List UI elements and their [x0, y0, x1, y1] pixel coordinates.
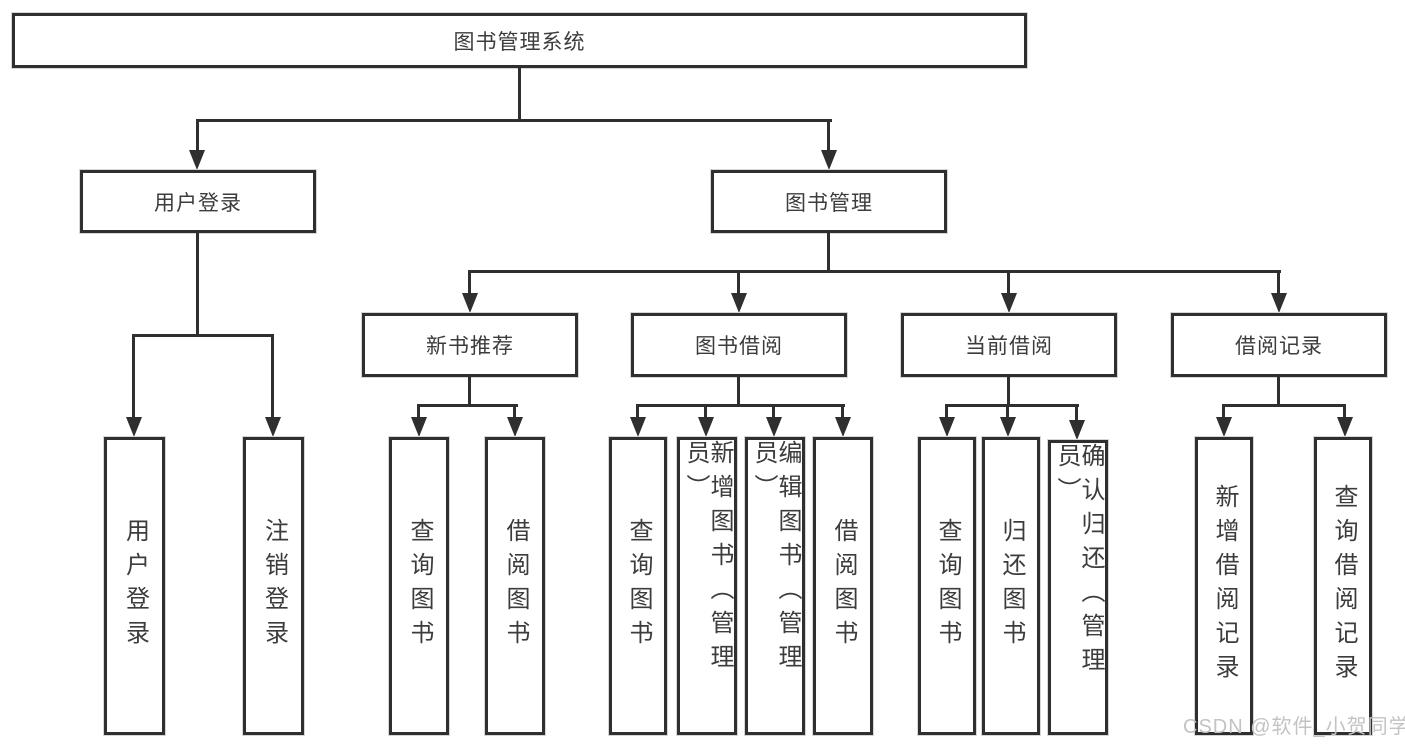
node-borrowing-records: 借阅记录 — [1171, 313, 1387, 377]
node-leaf-user-login: 用户登录 — [104, 437, 165, 735]
connector-drop — [841, 407, 844, 419]
connector-drop — [772, 407, 775, 419]
connector-drop — [1343, 407, 1346, 419]
connector-drop — [636, 407, 639, 419]
connector-user-login-bar — [132, 334, 274, 337]
node-leaf-logout: 注销登录 — [243, 437, 304, 735]
connector-drop-new-book — [468, 273, 471, 295]
arrow-down-icon — [462, 293, 478, 313]
connector-drop — [1075, 407, 1078, 421]
node-leaf-cb-confirm-return-admin: 确认归还（管理员） — [1048, 440, 1108, 735]
connector-drop-leaf-logout — [271, 337, 274, 419]
arrow-down-icon — [835, 417, 851, 437]
arrow-down-icon — [1001, 293, 1017, 313]
connector-root-stem — [518, 68, 521, 121]
connector-borrowing-records-bar — [1222, 404, 1346, 407]
node-leaf-cb-query-books: 查询图书 — [918, 437, 976, 735]
connector-level1-bar — [196, 119, 832, 122]
connector-drop — [417, 407, 420, 419]
arrow-down-icon — [630, 417, 646, 437]
connector-drop-book-management — [827, 122, 830, 152]
watermark: CSDN @软件_小贺同学 — [1183, 716, 1405, 738]
node-leaf-bb-query-books: 查询图书 — [609, 437, 667, 735]
connector-drop-book-borrowing — [737, 273, 740, 295]
connector-drop-user-login — [196, 122, 199, 152]
connector-drop — [1222, 407, 1225, 419]
node-leaf-br-query-record: 查询借阅记录 — [1314, 437, 1372, 735]
node-current-borrowing: 当前借阅 — [901, 313, 1117, 377]
arrow-down-icon — [265, 417, 281, 437]
arrow-down-icon — [1069, 420, 1085, 440]
node-book-borrowing: 图书借阅 — [631, 313, 847, 377]
arrow-down-icon — [731, 293, 747, 313]
arrow-down-icon — [939, 417, 955, 437]
connector-drop — [1006, 407, 1009, 419]
node-user-login: 用户登录 — [80, 170, 316, 233]
connector-book-management-stem — [827, 233, 830, 272]
connector-drop — [945, 407, 948, 419]
connector-current-borrowing-bar — [945, 404, 1079, 407]
arrow-down-icon — [821, 150, 837, 170]
connector-drop — [513, 407, 516, 419]
connector-user-login-stem — [196, 233, 199, 336]
arrow-down-icon — [411, 417, 427, 437]
arrow-down-icon — [189, 150, 205, 170]
connector-current-borrowing-stem — [1007, 377, 1010, 406]
node-leaf-cb-return-books: 归还图书 — [982, 437, 1040, 735]
node-new-book-recommend: 新书推荐 — [362, 313, 578, 377]
arrow-down-icon — [1000, 417, 1016, 437]
node-leaf-nb-query-books: 查询图书 — [389, 437, 449, 735]
connector-new-book-bar — [417, 404, 518, 407]
arrow-down-icon — [1216, 417, 1232, 437]
connector-new-book-stem — [468, 377, 471, 406]
node-book-management: 图书管理 — [711, 170, 947, 233]
node-leaf-br-add-record: 新增借阅记录 — [1195, 437, 1253, 735]
connector-drop-current-borrowing — [1007, 273, 1010, 295]
arrow-down-icon — [766, 417, 782, 437]
arrow-down-icon — [126, 417, 142, 437]
node-leaf-bb-add-books-admin: 新增图书（管理员） — [677, 437, 737, 735]
connector-drop — [704, 407, 707, 419]
connector-borrowing-records-stem — [1277, 377, 1280, 406]
node-leaf-bb-borrow-books: 借阅图书 — [813, 437, 873, 735]
connector-drop-leaf-user-login — [132, 337, 135, 419]
arrow-down-icon — [1337, 417, 1353, 437]
node-leaf-bb-edit-books-admin: 编辑图书（管理员） — [745, 437, 805, 735]
node-root: 图书管理系统 — [12, 13, 1027, 68]
connector-book-borrowing-stem — [737, 377, 740, 406]
arrow-down-icon — [1271, 293, 1287, 313]
connector-book-borrowing-bar — [636, 404, 845, 407]
connector-level3-bar — [468, 270, 1281, 273]
connector-drop-borrowing-records — [1277, 273, 1280, 295]
node-leaf-nb-borrow-books: 借阅图书 — [485, 437, 545, 735]
arrow-down-icon — [507, 417, 523, 437]
arrow-down-icon — [698, 417, 714, 437]
